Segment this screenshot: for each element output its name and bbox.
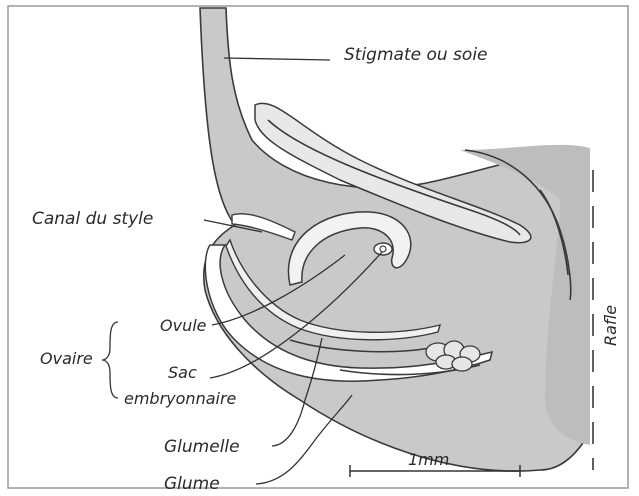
label-embryonnaire: embryonnaire: [124, 389, 237, 408]
label-rafle: Rafle: [601, 305, 620, 346]
label-glume: Glume: [164, 474, 220, 494]
label-scale: 1mm: [408, 450, 449, 469]
embryo-sac: [374, 243, 392, 255]
label-canal-du-style: Canal du style: [32, 209, 153, 229]
label-ovule: Ovule: [160, 316, 207, 335]
label-stigmate: Stigmate ou soie: [344, 45, 488, 65]
label-sac: Sac: [168, 363, 197, 382]
label-glumelle: Glumelle: [164, 437, 240, 457]
label-ovaire: Ovaire: [40, 349, 93, 368]
